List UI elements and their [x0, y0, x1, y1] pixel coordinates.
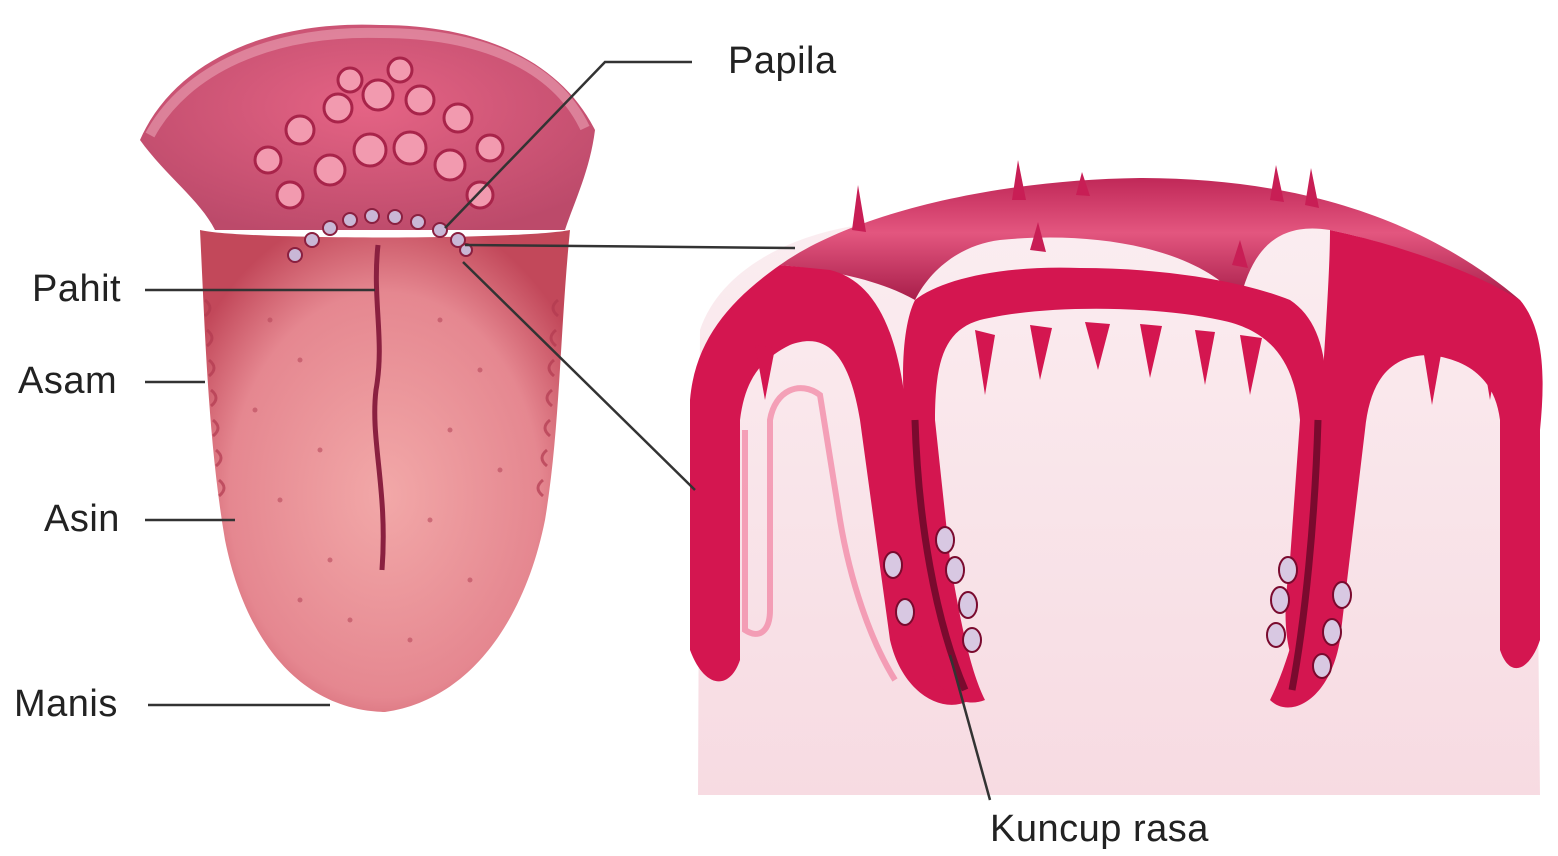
label-manis: Manis: [14, 683, 118, 726]
tongue-illustration: [140, 25, 595, 712]
label-pahit: Pahit: [32, 268, 121, 311]
tongue-root: [140, 25, 595, 230]
label-papila: Papila: [728, 40, 837, 83]
label-asin: Asin: [44, 498, 120, 541]
label-kuncup-rasa: Kuncup rasa: [990, 808, 1209, 851]
papilla-cross-section: [690, 160, 1543, 795]
tongue-body: [200, 230, 570, 712]
label-asam: Asam: [18, 360, 117, 403]
